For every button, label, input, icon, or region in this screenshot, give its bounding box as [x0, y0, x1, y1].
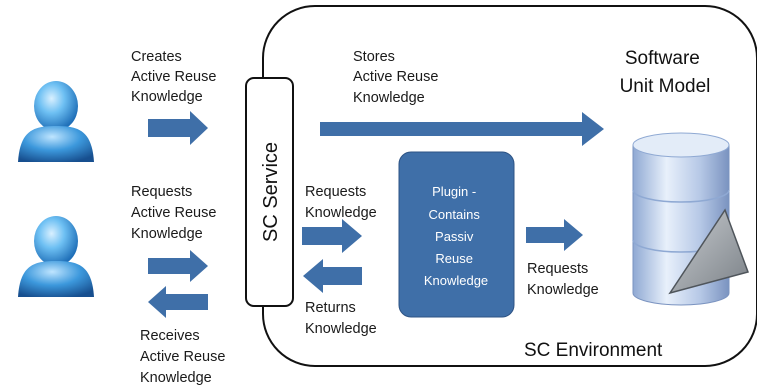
sc-service-box [245, 77, 294, 307]
arrow-requests-user [148, 250, 208, 282]
label-returns: Returns Knowledge [305, 300, 377, 337]
user-icon [18, 216, 94, 297]
user-icon [18, 81, 94, 162]
pyramid-icon [668, 208, 749, 295]
label-receives: Receives Active Reuse Knowledge [140, 328, 229, 386]
label-requests-plugin: Requests Knowledge [305, 184, 377, 221]
arrow-requests-plugin [302, 219, 362, 253]
arrow-stores [320, 112, 604, 146]
arrow-receives [148, 286, 208, 318]
label-stores: Stores Active Reuse Knowledge [353, 49, 442, 106]
label-creates: Creates Active Reuse Knowledge [131, 49, 220, 105]
sc-service-label: SC Service [260, 142, 282, 242]
sc-environment-label: SC Environment [524, 340, 663, 361]
arrow-creates [148, 111, 208, 145]
arrow-requests-model [526, 219, 583, 251]
label-requests-model: Requests Knowledge [527, 261, 599, 298]
software-unit-model-label: Software Unit Model [620, 48, 711, 97]
plugin-label: Plugin - Contains Passiv Reuse Knowledge [424, 184, 488, 288]
label-requests-user: Requests Active Reuse Knowledge [131, 184, 220, 242]
plugin-box [398, 151, 515, 318]
arrow-returns [303, 259, 362, 293]
